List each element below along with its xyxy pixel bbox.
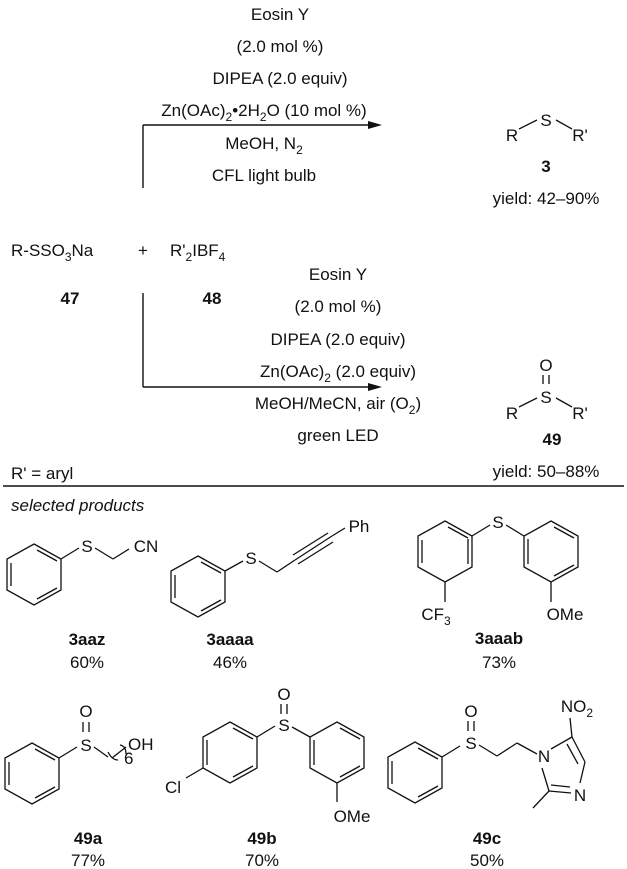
oxygen-atom: O: [79, 702, 92, 721]
yield-range: yield: 42–90%: [493, 189, 600, 208]
condition-loading: (2.0 mol %): [295, 297, 382, 316]
repeat-count: 6: [124, 749, 133, 768]
benzene-ring-icon: [202, 721, 258, 784]
product-3aaaa: S Ph 3aaaa 46%: [170, 517, 370, 672]
imidazole-ring-icon: N N: [532, 736, 586, 809]
compound-label: 3aaab: [475, 629, 523, 648]
hydroxyl-group: OH: [128, 735, 154, 754]
compound-yield: 50%: [470, 851, 504, 869]
r-group: R: [506, 404, 518, 423]
oxygen-atom: O: [277, 685, 290, 704]
bracket-left: [107, 751, 119, 761]
sulfur-atom: S: [278, 716, 289, 735]
compound-yield: 60%: [70, 653, 104, 672]
reactants: R-SSO3Na + R'2IBF4 47 48: [11, 241, 226, 308]
nitro-group: NO2: [561, 697, 594, 720]
sulfur-atom: S: [540, 111, 551, 130]
compound-yield: 77%: [71, 851, 105, 869]
compound-label: 49b: [247, 829, 276, 848]
benzene-ring-icon: [387, 741, 443, 804]
benzene-ring-icon: [417, 520, 473, 583]
product-49: O R S R' 49 yield: 50–88%: [493, 356, 600, 481]
compound-yield: 46%: [213, 653, 247, 672]
compound-label: 3aaaa: [206, 630, 254, 649]
reactant-thiosulfate: R-SSO3Na: [11, 241, 94, 264]
condition-solvent: MeOH/MeCN, air (O2): [255, 394, 421, 417]
top-arrow: [142, 121, 382, 188]
sulfur-atom: S: [81, 537, 92, 556]
compound-label: 49c: [473, 829, 501, 848]
benzene-ring-icon: [4, 742, 60, 805]
triple-bond: [292, 532, 334, 565]
r-group: R: [506, 126, 518, 145]
reactant-iodonium: R'2IBF4: [170, 241, 226, 264]
products-header: selected products: [11, 496, 145, 515]
benzene-ring-icon: [6, 543, 62, 606]
r-prime-group: R': [572, 404, 588, 423]
condition-light: green LED: [297, 426, 378, 445]
product-49b: Cl O S OMe 49b 70%: [165, 685, 370, 869]
product-3: R S R' 3 yield: 42–90%: [493, 111, 600, 208]
r-prime-group: R': [572, 126, 588, 145]
sulfur-atom: S: [80, 736, 91, 755]
compound-label: 3: [541, 157, 550, 176]
arrow-head-icon: [368, 383, 382, 391]
phenyl-group: Ph: [349, 517, 370, 536]
nitrogen-atom: N: [538, 747, 550, 766]
compound-label-47: 47: [61, 289, 80, 308]
footnote-r-prime: R' = aryl: [11, 464, 73, 483]
trifluoromethyl-group: CF3: [421, 605, 451, 628]
condition-solvent: MeOH, N2: [225, 134, 303, 157]
bottom-arrow: [142, 293, 382, 391]
compound-label: 3aaz: [69, 630, 106, 649]
nitrogen-atom: N: [574, 786, 586, 805]
product-49c: O S N N NO2 49c 50%: [387, 697, 594, 869]
product-3aaab: S CF3 OMe 3aaab 73%: [417, 513, 584, 672]
chloro-group: Cl: [165, 778, 181, 797]
methoxy-group: OMe: [334, 807, 371, 826]
condition-loading: (2.0 mol %): [237, 37, 324, 56]
top-conditions: Eosin Y (2.0 mol %) DIPEA (2.0 equiv) Zn…: [161, 5, 366, 185]
condition-base: DIPEA (2.0 equiv): [212, 69, 347, 88]
compound-label: 49a: [74, 829, 103, 848]
condition-base: DIPEA (2.0 equiv): [270, 330, 405, 349]
bracket-right: [119, 744, 127, 755]
compound-yield: 70%: [245, 851, 279, 869]
oxygen-atom: O: [539, 356, 552, 375]
compound-label: 49: [543, 430, 562, 449]
condition-zinc: Zn(OAc)2 (2.0 equiv): [260, 362, 416, 385]
methoxy-group: OMe: [547, 605, 584, 624]
yield-range: yield: 50–88%: [493, 462, 600, 481]
product-3aaz: S CN 3aaz 60%: [6, 537, 159, 672]
condition-zinc: Zn(OAc)2•2H2O (10 mol %): [161, 101, 366, 124]
benzene-ring-icon: [309, 721, 365, 784]
sulfur-atom: S: [465, 734, 476, 753]
product-49a: O S 6 OH 49a 77%: [4, 702, 154, 869]
compound-label-48: 48: [203, 289, 222, 308]
plus-sign: +: [138, 241, 148, 260]
condition-catalyst: Eosin Y: [309, 265, 367, 284]
nitrile-group: CN: [134, 537, 159, 556]
benzene-ring-icon: [170, 555, 226, 618]
compound-yield: 73%: [482, 653, 516, 672]
condition-light: CFL light bulb: [212, 166, 316, 185]
arrow-head-icon: [368, 121, 382, 129]
benzene-ring-icon: [523, 520, 579, 583]
sulfur-atom: S: [540, 388, 551, 407]
bottom-conditions: Eosin Y (2.0 mol %) DIPEA (2.0 equiv) Zn…: [255, 265, 421, 445]
oxygen-atom: O: [464, 702, 477, 721]
sulfur-atom: S: [492, 513, 503, 532]
condition-catalyst: Eosin Y: [251, 5, 309, 24]
sulfur-atom: S: [245, 549, 256, 568]
